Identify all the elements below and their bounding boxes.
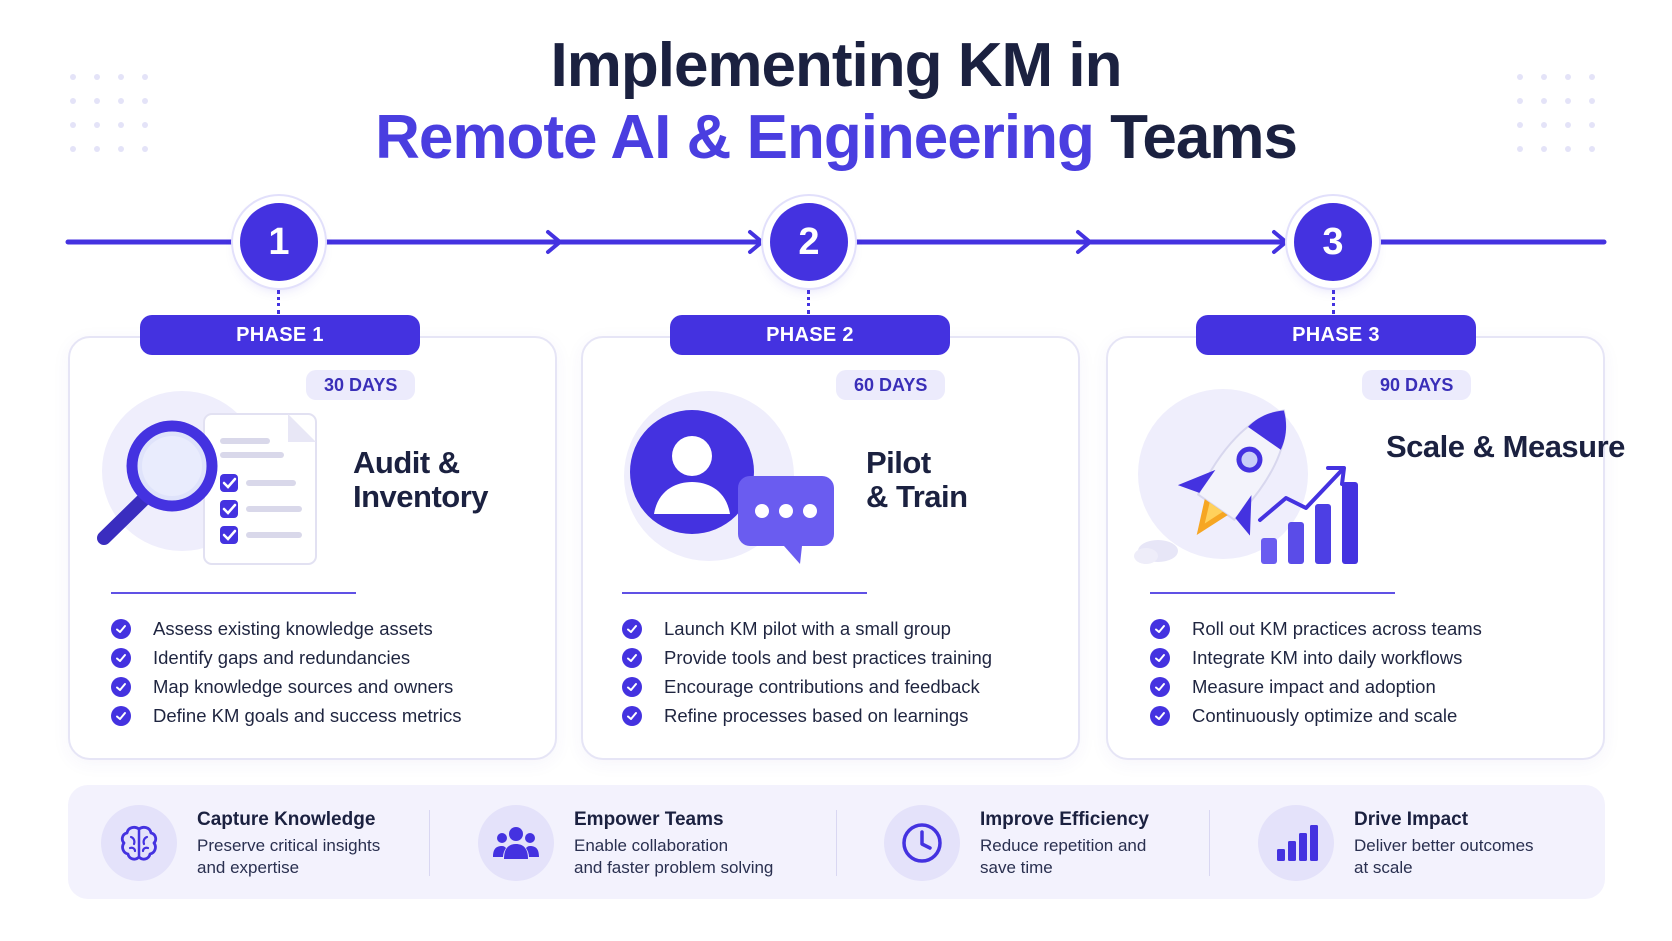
page-title: Implementing KM in Remote AI & Engineeri… <box>0 30 1672 174</box>
magnifier-document-icon <box>92 386 332 581</box>
list-item-text: Assess existing knowledge assets <box>153 617 433 639</box>
check-icon <box>111 618 131 639</box>
feature-title: Empower Teams <box>574 809 724 830</box>
phase-3-title-line-1: Scale & Measure <box>1386 429 1625 464</box>
list-item: Measure impact and adoption <box>1150 672 1482 701</box>
check-icon <box>111 676 131 697</box>
feature-title: Improve Efficiency <box>980 809 1149 830</box>
list-item: Assess existing knowledge assets <box>111 614 461 643</box>
feature-description-line-1: Preserve critical insights <box>197 836 381 855</box>
connector-2-top <box>807 290 810 314</box>
check-icon <box>622 676 642 697</box>
feature-description-line-2: and faster problem solving <box>574 858 774 877</box>
feature-separator <box>1209 810 1210 876</box>
feature-description-line-1: Enable collaboration <box>574 836 729 855</box>
list-item-text: Define KM goals and success metrics <box>153 704 462 726</box>
feature-description: Enable collaboration and faster problem … <box>574 835 834 879</box>
check-icon <box>111 647 131 668</box>
check-icon <box>111 705 131 726</box>
decorative-dots-right <box>1517 74 1595 152</box>
phase-1-duration: 30 DAYS <box>306 370 416 400</box>
list-item-text: Integrate KM into daily workflows <box>1192 646 1463 668</box>
phase-3-duration: 90 DAYS <box>1362 370 1472 400</box>
list-item: Roll out KM practices across teams <box>1150 614 1482 643</box>
list-item: Provide tools and best practices trainin… <box>622 643 992 672</box>
list-item: Continuously optimize and scale <box>1150 701 1482 730</box>
connector-1-top <box>277 290 280 314</box>
feature-description: Reduce repetition and save time <box>980 835 1210 879</box>
step-1-circle: 1 <box>240 203 318 281</box>
step-3-circle: 3 <box>1294 203 1372 281</box>
brain-icon <box>101 805 177 881</box>
phase-1-pill: PHASE 1 <box>140 315 420 355</box>
phase-3-divider <box>1150 592 1395 594</box>
bar-chart-icon <box>1258 805 1334 881</box>
timeline-line <box>65 230 1607 254</box>
check-icon <box>1150 647 1170 668</box>
list-item: Map knowledge sources and owners <box>111 672 461 701</box>
feature-description-line-2: save time <box>980 858 1053 877</box>
feature-description-line-2: and expertise <box>197 858 300 877</box>
phase-3-list: Roll out KM practices across teams Integ… <box>1150 614 1482 730</box>
phase-2-duration: 60 DAYS <box>836 370 946 400</box>
phase-2-title-line-1: Pilot <box>866 445 931 480</box>
decorative-dots-left <box>70 74 148 152</box>
feature-description-line-2: at scale <box>1354 858 1413 877</box>
feature-description-line-1: Reduce repetition and <box>980 836 1147 855</box>
list-item-text: Launch KM pilot with a small group <box>664 617 951 639</box>
phase-2-divider <box>622 592 867 594</box>
feature-separator <box>836 810 837 876</box>
feature-title: Capture Knowledge <box>197 809 376 830</box>
feature-description: Preserve critical insights and expertise <box>197 835 427 879</box>
list-item-text: Encourage contributions and feedback <box>664 675 980 697</box>
phase-3-title: Scale & Measure <box>1386 430 1625 464</box>
list-item: Launch KM pilot with a small group <box>622 614 992 643</box>
phase-2-pill: PHASE 2 <box>670 315 950 355</box>
list-item-text: Map knowledge sources and owners <box>153 675 454 697</box>
list-item: Define KM goals and success metrics <box>111 701 461 730</box>
list-item: Identify gaps and redundancies <box>111 643 461 672</box>
title-line-2: Remote AI & Engineering Teams <box>0 102 1672 174</box>
check-icon <box>1150 705 1170 726</box>
list-item: Integrate KM into daily workflows <box>1150 643 1482 672</box>
check-icon <box>1150 618 1170 639</box>
check-icon <box>1150 676 1170 697</box>
phase-1-title-line-2: Inventory <box>353 479 489 514</box>
list-item-text: Provide tools and best practices trainin… <box>664 646 993 668</box>
phase-1-divider <box>111 592 356 594</box>
list-item: Refine processes based on learnings <box>622 701 992 730</box>
phase-1-title: Audit & Inventory <box>353 445 489 514</box>
list-item-text: Refine processes based on learnings <box>664 704 969 726</box>
title-line-1: Implementing KM in <box>550 31 1123 100</box>
feature-separator <box>429 810 430 876</box>
phase-2-title: Pilot & Train <box>866 446 968 514</box>
feature-title: Drive Impact <box>1354 809 1469 830</box>
team-icon <box>478 805 554 881</box>
check-icon <box>622 705 642 726</box>
title-dark: Teams <box>1110 103 1298 172</box>
list-item-text: Continuously optimize and scale <box>1192 704 1458 726</box>
step-2-circle: 2 <box>770 203 848 281</box>
user-chat-icon <box>614 386 844 581</box>
list-item-text: Identify gaps and redundancies <box>153 646 411 668</box>
list-item-text: Roll out KM practices across teams <box>1192 617 1482 639</box>
check-icon <box>622 647 642 668</box>
title-accent: Remote AI & Engineering <box>375 103 1095 172</box>
phase-2-list: Launch KM pilot with a small group Provi… <box>622 614 992 730</box>
feature-description-line-1: Deliver better outcomes <box>1354 836 1534 855</box>
clock-icon <box>884 805 960 881</box>
feature-description: Deliver better outcomes at scale <box>1354 835 1584 879</box>
phase-1-list: Assess existing knowledge assets Identif… <box>111 614 461 730</box>
rocket-growth-chart-icon <box>1128 386 1368 581</box>
phase-1-title-line-1: Audit & <box>353 445 460 480</box>
connector-3-top <box>1332 290 1335 314</box>
phase-3-pill: PHASE 3 <box>1196 315 1476 355</box>
check-icon <box>622 618 642 639</box>
list-item-text: Measure impact and adoption <box>1192 675 1436 697</box>
phase-2-title-line-2: & Train <box>866 479 968 514</box>
list-item: Encourage contributions and feedback <box>622 672 992 701</box>
